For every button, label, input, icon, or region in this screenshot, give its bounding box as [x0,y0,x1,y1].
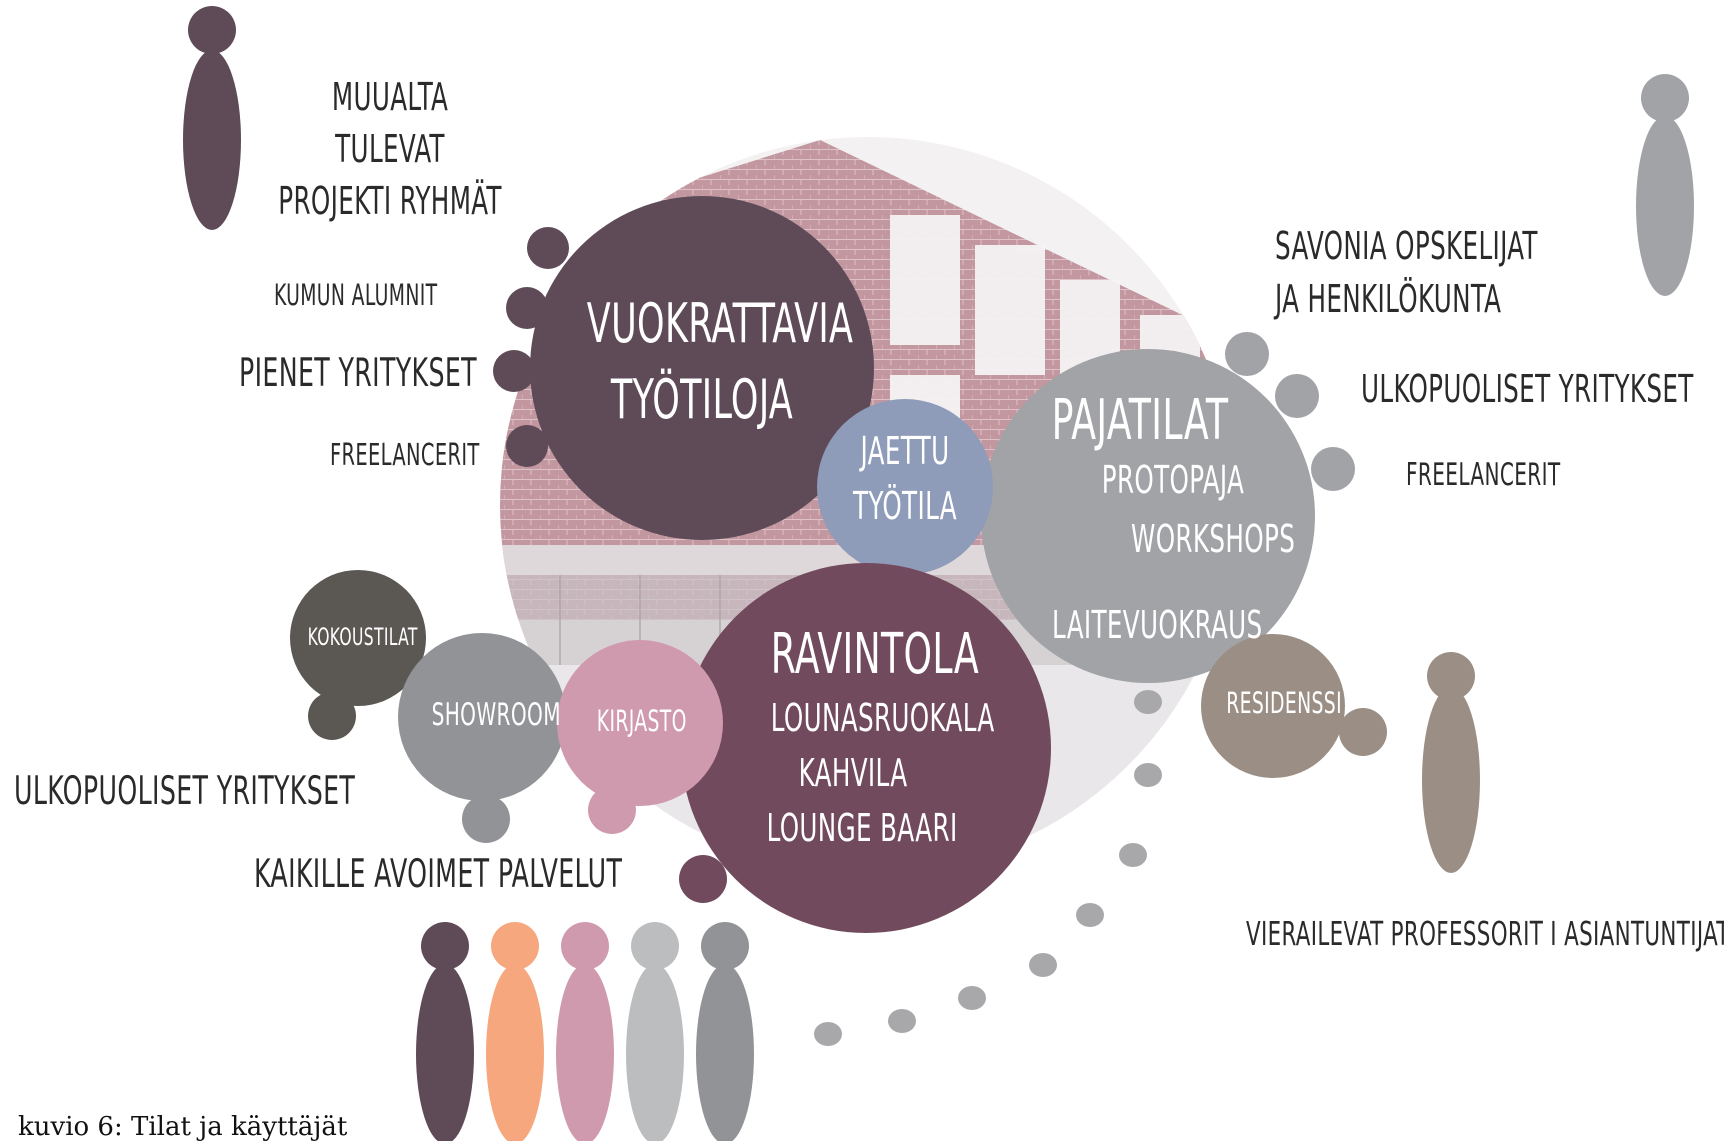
vuokrattavia-title-line1: VUOKRATTAVIA [586,292,854,355]
person-head [631,922,679,970]
showroom-label: SHOWROOM [431,697,561,733]
pajatilat-bubble [981,332,1355,683]
freelancerit-left-label: FREELANCERIT [330,438,480,473]
pienet-yritykset-label: PIENET YRITYKSET [239,351,477,396]
person-head [561,922,609,970]
person-head [491,922,539,970]
kirjasto-bubble [557,640,723,834]
pajatilat-item-laitevuokraus: LAITEVUOKRAUS [1052,603,1263,647]
person-head [421,922,469,970]
person-body [416,964,474,1141]
person-body [556,964,614,1141]
muualta-label-line3: PROJEKTI RYHMÄT [278,179,502,223]
muualta-label-line2: TULEVAT [335,127,445,171]
pajatilat-item-workshops: WORKSHOPS [1131,517,1296,561]
freelancerit-right-label: FREELANCERIT [1406,457,1561,493]
person-body [696,964,754,1141]
muualta-label-line1: MUUALTA [331,75,449,119]
ulkopuoliset-left-label: ULKOPUOLISET YRITYKSET [14,769,356,814]
jaettu-label-line2: TYÖTILA [853,484,957,528]
dotted-path [814,690,1162,1046]
people-group [416,922,754,1141]
person-figure-taupe [1422,652,1480,873]
vierailevat-label: VIERAILEVAT PROFESSORIT I ASIANTUNTIJAT [1246,914,1724,953]
kumun-alumnit-label: KUMUN ALUMNIT [274,278,438,312]
figure-caption: kuvio 6: Tilat ja käyttäjät [18,1112,348,1142]
person-body [486,964,544,1141]
ravintola-item-lounge-baari: LOUNGE BAARI [766,806,958,850]
person-body [626,964,684,1141]
ravintola-item-kahvila: KAHVILA [798,751,908,795]
pajatilat-title: PAJATILAT [1051,388,1229,453]
pajatilat-item-protopaja: PROTOPAJA [1101,458,1245,502]
savonia-label-line2: JA HENKILÖKUNTA [1275,277,1502,321]
kokoustilat-bubble [290,570,426,740]
jaettu-bubble [817,399,993,575]
kokoustilat-label: KOKOUSTILAT [307,623,418,651]
residenssi-label: RESIDENSSI [1226,686,1342,720]
person-figure-plum [183,6,241,230]
kaikille-label: KAIKILLE AVOIMET PALVELUT [254,852,623,897]
ravintola-bubble [679,563,1051,933]
savonia-label-line1: SAVONIA OPSKELIJAT [1275,224,1538,268]
ravintola-title: RAVINTOLA [770,622,980,687]
showroom-bubble [398,633,566,843]
vuokrattavia-title-line2: TYÖTILOJA [610,368,794,431]
ulkopuoliset-right-label: ULKOPUOLISET YRITYKSET [1361,367,1694,411]
person-figure-gray [1636,74,1694,296]
residenssi-bubble [1201,634,1387,778]
jaettu-label-line1: JAETTU [860,429,950,473]
person-head [701,922,749,970]
vuokrattavia-bubble [493,196,874,540]
ravintola-item-lounasruokala: LOUNASRUOKALA [770,696,995,740]
kirjasto-label: KIRJASTO [596,704,687,738]
